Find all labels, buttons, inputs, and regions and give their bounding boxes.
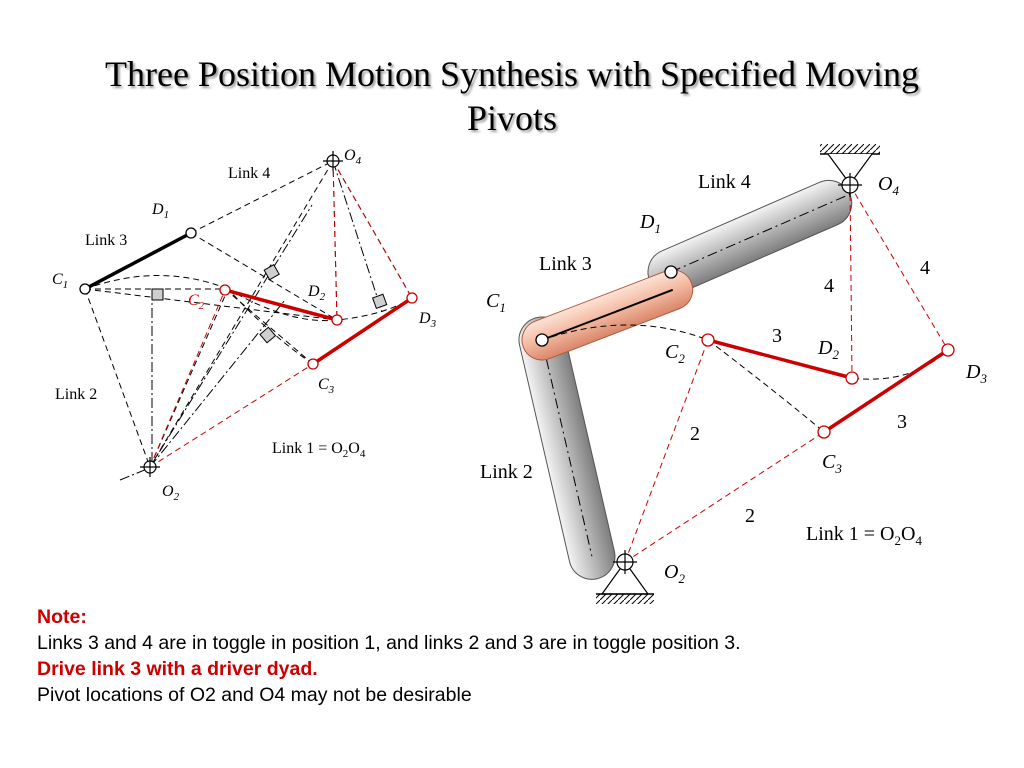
right-joint-d1 xyxy=(664,265,678,279)
right-label-link-2: Link 2 xyxy=(480,461,533,483)
right-label-o2: O2 xyxy=(664,561,685,586)
right-num-4b: 4 xyxy=(920,257,930,279)
left-link-3-position-2 xyxy=(224,288,338,322)
left-label-link-2: Link 2 xyxy=(55,386,97,403)
svg-text:Link 1 = O2O4: Link 1 = O2O4 xyxy=(806,523,922,548)
left-label-c3: C3 xyxy=(318,376,335,396)
right-num-2b: 2 xyxy=(745,505,755,527)
left-link-3-position-1 xyxy=(84,231,192,291)
right-joint-c1 xyxy=(535,333,549,347)
right-joint-d2 xyxy=(845,371,859,385)
slide-title: Three Position Motion Synthesis with Spe… xyxy=(0,52,1024,140)
right-link-3-position-2 xyxy=(707,338,853,380)
right-num-3a: 3 xyxy=(772,325,782,347)
note-block: Note: Links 3 and 4 are in toggle in pos… xyxy=(37,604,997,708)
svg-text:Link 1 = O2O4: Link 1 = O2O4 xyxy=(272,440,366,460)
right-red-dashed-lines xyxy=(624,184,949,563)
left-construction-lines xyxy=(84,160,413,468)
right-link-3 xyxy=(521,269,694,361)
left-joint-d1 xyxy=(185,227,197,239)
right-label-c3: C3 xyxy=(822,451,842,476)
right-joints xyxy=(535,265,955,439)
title-line-2: Pivots xyxy=(466,98,558,138)
left-joint-c3 xyxy=(307,358,319,370)
left-joints xyxy=(79,227,418,370)
note-line-1: Links 3 and 4 are in toggle in position … xyxy=(37,632,741,654)
right-construction-lines xyxy=(541,324,949,433)
left-label-c1: C1 xyxy=(52,271,68,291)
right-num-3b: 3 xyxy=(897,411,907,433)
note-line-3: Pivot locations of O2 and O4 may not be … xyxy=(37,684,472,706)
title-line-1: Three Position Motion Synthesis with Spe… xyxy=(105,54,919,94)
left-label-link-1: Link 1 = O2O4 xyxy=(272,440,366,460)
right-joint-c3 xyxy=(817,425,831,439)
left-red-dashed-lines xyxy=(149,160,413,468)
right-link-3-position-3 xyxy=(823,348,949,434)
left-joint-c1 xyxy=(79,283,91,295)
left-joint-d2 xyxy=(331,314,343,326)
left-label-c2: C2 xyxy=(188,292,205,312)
left-label-d2: D2 xyxy=(307,283,326,303)
right-link-2 xyxy=(518,316,616,580)
left-diagram: Link 4 Link 3 Link 2 Link 1 = O2O4 C1 D1… xyxy=(52,147,437,503)
right-fixed-pivots xyxy=(613,173,862,574)
right-joint-c2 xyxy=(701,333,715,347)
right-joint-d3 xyxy=(941,343,955,357)
right-label-d2: D2 xyxy=(817,337,839,362)
left-bisectors xyxy=(119,160,383,481)
left-label-o2: O2 xyxy=(162,483,180,503)
right-label-link-4: Link 4 xyxy=(698,171,751,193)
left-link-3-position-3 xyxy=(312,296,413,366)
right-label-c2: C2 xyxy=(665,341,685,366)
left-label-d3: D3 xyxy=(418,310,437,330)
right-label-link-3: Link 3 xyxy=(539,253,592,275)
right-label-d1: D1 xyxy=(639,211,661,236)
right-ground-o2 xyxy=(596,560,654,604)
right-label-o4: O4 xyxy=(878,173,899,198)
left-label-o4: O4 xyxy=(344,147,362,167)
left-joint-c2 xyxy=(219,284,231,296)
right-label-d3: D3 xyxy=(965,361,987,386)
left-label-link-3: Link 3 xyxy=(85,232,127,249)
note-heading: Note: xyxy=(37,606,87,628)
left-label-d1: D1 xyxy=(151,201,169,221)
right-num-4a: 4 xyxy=(824,275,834,297)
right-label-c1: C1 xyxy=(486,290,506,315)
left-right-angle-marks xyxy=(151,263,388,344)
note-line-2: Drive link 3 with a driver dyad. xyxy=(37,658,318,680)
right-diagram: Link 4 Link 3 Link 2 Link 1 = O2O4 C1 D1… xyxy=(480,144,987,604)
left-joint-d3 xyxy=(406,292,418,304)
left-fixed-pivots xyxy=(140,151,343,477)
left-label-link-4: Link 4 xyxy=(228,165,270,182)
right-label-link-1: Link 1 = O2O4 xyxy=(806,523,922,548)
right-num-2a: 2 xyxy=(690,423,700,445)
